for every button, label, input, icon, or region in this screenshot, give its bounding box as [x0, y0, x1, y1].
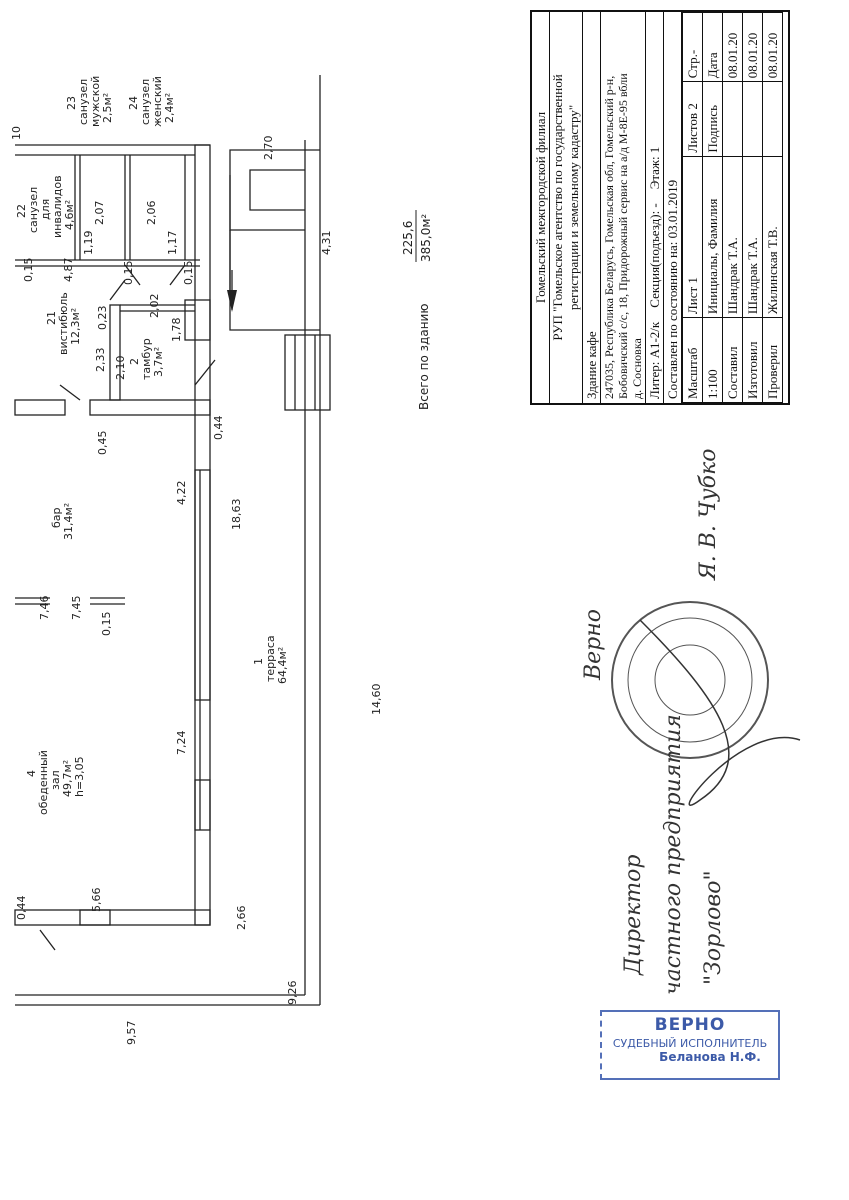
dim-label: 0,15 — [122, 261, 135, 286]
address: 247035, Республика Беларусь, Гомельская … — [601, 12, 646, 403]
handwritten-verno: Верно — [581, 609, 606, 681]
room-24-label: 24санузелженский2,4м² — [127, 76, 176, 127]
liter-row: Литер: А1-2/к Секция(подъезд): - Этаж: 1 — [646, 12, 664, 403]
as-of-date: Составлен по состоянию на: 03.01.2019 — [664, 12, 682, 403]
date: 08.01.20 — [762, 12, 783, 82]
signature — [762, 81, 783, 157]
person: Шандрак Т.А. — [722, 156, 743, 318]
dim-label: 2,06 — [145, 201, 158, 226]
dim-label: 9,57 — [125, 1021, 138, 1046]
room-4-label: 4обеденныйзал49,7м²h=3,05 — [25, 750, 86, 815]
address-line-2: Бобовичский с/с, 18, Придорожный сервис … — [616, 73, 630, 399]
handwritten-director-2: частного предприятия — [661, 714, 686, 995]
room-bar-label: бар31,4м² — [50, 503, 75, 540]
handwritten-signature: Я. В. Чубко — [696, 449, 721, 581]
total-value-1: 225,6 — [401, 221, 415, 255]
handwritten-director-1: Директор — [621, 855, 646, 976]
org-name-1: Гомельский межгородской филиал — [532, 12, 550, 403]
dim-label: 7,45 — [70, 596, 83, 621]
dim-label: 2,70 — [262, 136, 275, 161]
handwritten-director-3: "Зорлово" — [701, 870, 726, 985]
h-sheets: Листов 2 — [682, 81, 703, 157]
dim-label: 1,78 — [170, 318, 183, 343]
dim-label: 2,33 — [94, 348, 107, 373]
h-sheet: Лист 1 — [682, 156, 703, 318]
dim-label: 7,24 — [175, 731, 188, 756]
dim-label: 5,66 — [90, 888, 103, 913]
dim-label: 0,44 — [212, 416, 225, 441]
seal-signature — [639, 619, 801, 806]
org-name-2: РУП "Гомельское агентство по государстве… — [550, 74, 565, 341]
title-block: Гомельский межгородской филиал РУП "Гоме… — [530, 10, 790, 405]
room-21-label: 21вистибюль12,3м² — [45, 292, 82, 355]
round-seal — [611, 601, 769, 759]
h-page: Стр.- — [682, 12, 703, 82]
dim-label: 2,02 — [148, 294, 161, 319]
role: Изготовил — [742, 317, 763, 403]
signature — [742, 81, 763, 157]
stamp-line-1: ВЕРНО — [654, 1015, 726, 1035]
address-line-3: д. Сосновка — [630, 338, 644, 399]
dim-label: 1,19 — [82, 231, 95, 256]
dim-label: 2,10 — [114, 356, 127, 381]
stamp-line-2: СУДЕБНЫЙ ИСПОЛНИТЕЛЬ — [612, 1037, 768, 1050]
total-value-2: 385,0м² — [419, 214, 433, 262]
dim-label: 0,23 — [96, 306, 109, 331]
verified-stamp: ВЕРНО СУДЕБНЫЙ ИСПОЛНИТЕЛЬ Беланова Н.Ф. — [600, 1010, 780, 1080]
signature — [722, 81, 743, 157]
date: 08.01.20 — [722, 12, 743, 82]
dim-label: 1,17 — [166, 231, 179, 256]
dim-label: 4,87 — [62, 258, 75, 283]
dim-label: 0,15 — [22, 258, 35, 283]
org-name-3: регистрации и земельному кадастру" — [565, 12, 583, 403]
room-22-label: 22санузелдляинвалидов4,6м² — [15, 175, 76, 238]
dim-label: 0,15 — [100, 612, 113, 637]
dim-label: 2,66 — [235, 906, 248, 931]
dim-label: 10 — [10, 126, 23, 140]
section: Секция(подъезд): - — [647, 203, 662, 308]
plan-walls — [14, 75, 331, 1006]
dim-label: 9,26 — [286, 981, 299, 1006]
object-name: Здание кафе — [583, 12, 601, 403]
h-date: Дата — [702, 12, 723, 82]
dim-label: 0,44 — [15, 896, 28, 921]
dim-label: 18,63 — [230, 499, 243, 531]
liter: Литер: А1-2/к — [647, 321, 662, 399]
h-sign: Подпись — [702, 81, 723, 157]
total-label: Всего по зданию — [417, 304, 431, 410]
person: Шандрак Т.А. — [742, 156, 763, 318]
scale: 1:100 — [702, 317, 723, 403]
dim-label: 4,31 — [320, 231, 333, 256]
room-2-label: 2тамбур3,7м² — [128, 338, 165, 380]
room-23-label: 23санузелмужской2,5м² — [65, 76, 114, 127]
person: Жилинская Т.В. — [762, 156, 783, 318]
role: Проверил — [762, 317, 783, 403]
role: Составил — [722, 317, 743, 403]
date: 08.01.20 — [742, 12, 763, 82]
dim-label: 14,60 — [370, 684, 383, 716]
stamp-line-3: Беланова Н.Ф. — [659, 1050, 761, 1064]
room-1-label: 1терраса64,4м² — [252, 635, 289, 684]
h-scale: Масштаб — [682, 317, 703, 403]
dim-label: 7,46 — [38, 596, 51, 621]
h-names: Инициалы, Фамилия — [702, 156, 723, 318]
dim-label: 2,07 — [93, 201, 106, 226]
stair-arrow-icon — [227, 290, 237, 312]
address-line-1: 247035, Республика Беларусь, Гомельская … — [602, 75, 616, 399]
floor: Этаж: 1 — [647, 146, 662, 190]
dim-label: 0,15 — [182, 261, 195, 286]
dim-label: 4,22 — [175, 481, 188, 506]
dim-label: 0,45 — [96, 431, 109, 456]
